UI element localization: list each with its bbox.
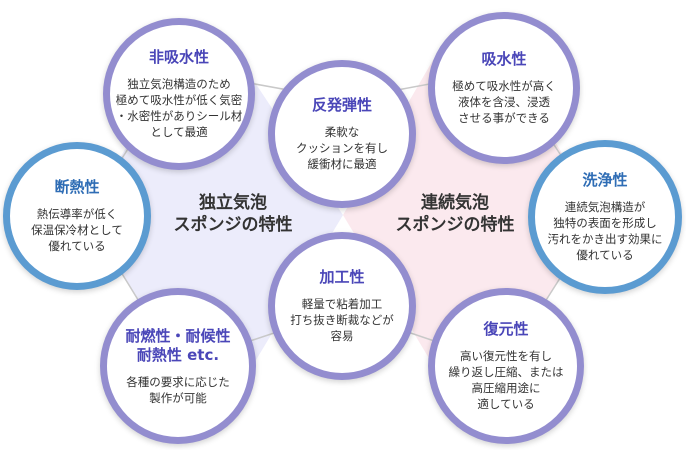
insulation-text: 熱伝導率が低く 保温保冷材として 優れている [31,207,123,253]
non-absorbent-bubble: 非吸水性 独立気泡構造のため 極めて吸水性が低く気密 ・水密性がありシール材 と… [103,18,255,170]
insulation-title: 断熱性 [54,178,100,196]
non-absorbent-text: 独立気泡構造のため 極めて吸水性が低く気密 ・水密性がありシール材 として最適 [115,77,243,139]
open-cell-group-label: 連続気泡 スポンジの特性 [395,193,515,235]
processing-text: 軽量で粘着加工 打ち抜き断裁などが 容易 [290,297,394,343]
recovery-bubble: 復元性 高い復元性を有し 繰り返し圧縮、または 高圧縮用途に 適している [428,288,584,444]
absorbent-text: 極めて吸水性が高く 液体を含浸、浸透 させる事ができる [452,79,556,125]
recovery-title: 復元性 [483,320,529,338]
processing-title: 加工性 [319,268,365,286]
cleaning-text: 連続気泡構造が 独特の表面を形成し 汚れをかき出す効果に 優れている [547,200,663,262]
absorbent-title: 吸水性 [481,50,527,68]
rebound-bubble: 反発弾性 柔軟な クッションを有し 緩衝材に最適 [268,60,416,208]
rebound-text: 柔軟な クッションを有し 緩衝材に最適 [296,125,388,171]
flame-resistance-title: 耐燃性・耐候性 耐熱性 etc. [125,326,231,364]
absorbent-bubble: 吸水性 極めて吸水性が高く 液体を含浸、浸透 させる事ができる [428,12,580,164]
non-absorbent-title: 非吸水性 [148,48,209,66]
flame-resistance-text: 各種の要求に応じた 製作が可能 [126,374,230,405]
recovery-text: 高い復元性を有し 繰り返し圧縮、または 高圧縮用途に 適している [448,349,564,411]
insulation-bubble: 断熱性 熱伝導率が低く 保温保冷材として 優れている [3,142,151,290]
cleaning-bubble: 洗浄性 連続気泡構造が 独特の表面を形成し 汚れをかき出す効果に 優れている [528,140,682,294]
flame-resistance-bubble: 耐燃性・耐候性 耐熱性 etc. 各種の要求に応じた 製作が可能 [100,288,256,444]
closed-cell-group-label: 独立気泡 スポンジの特性 [173,193,293,235]
rebound-title: 反発弾性 [311,96,372,114]
processing-bubble: 加工性 軽量で粘着加工 打ち抜き断裁などが 容易 [268,232,416,380]
cleaning-title: 洗浄性 [582,171,628,189]
